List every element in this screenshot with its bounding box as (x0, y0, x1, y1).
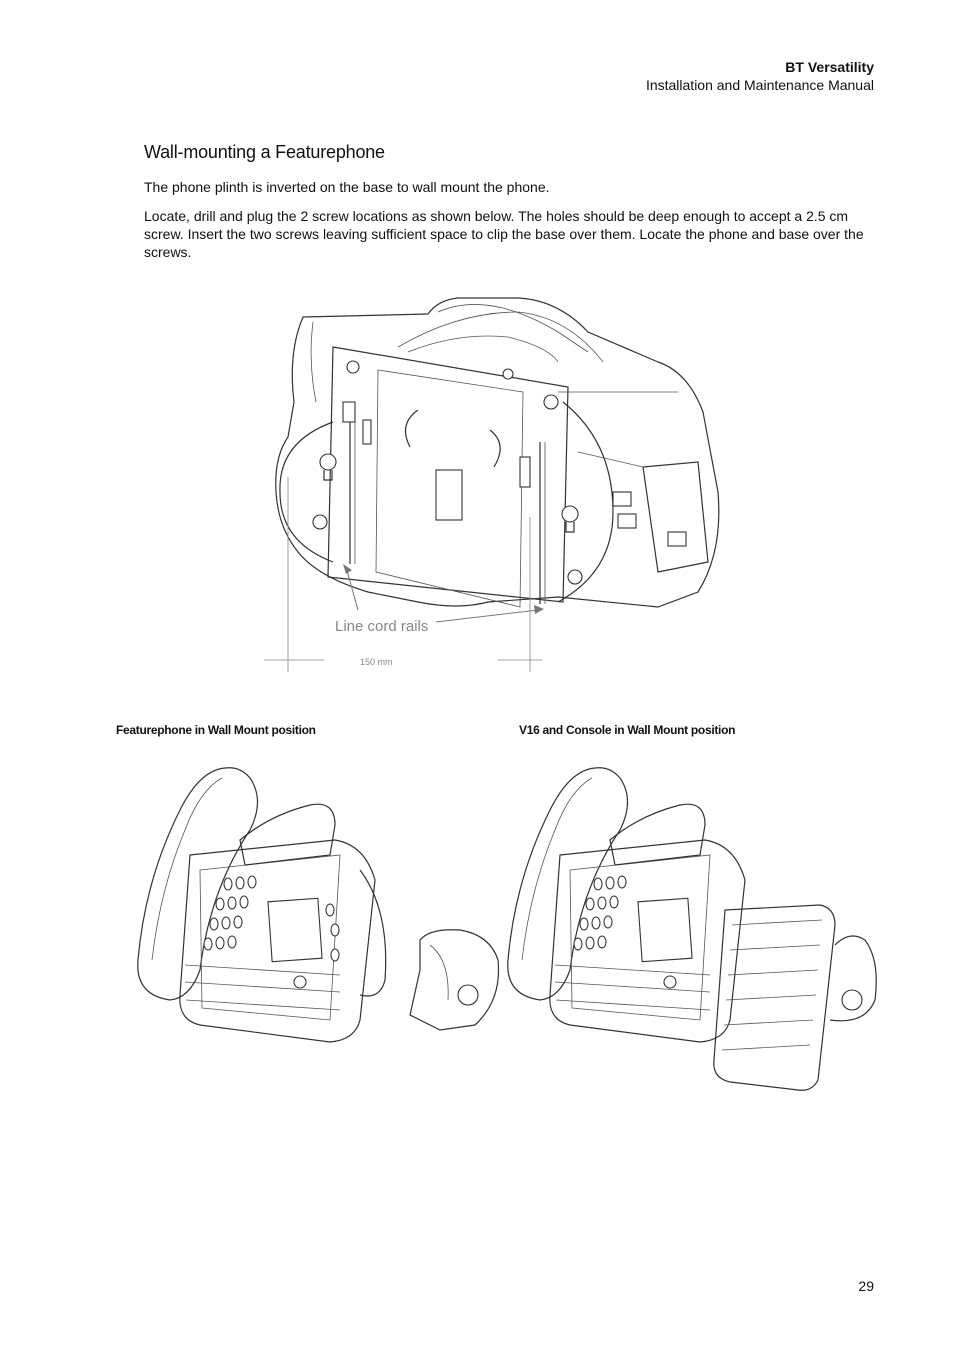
caption-featurephone: Featurephone in Wall Mount position (116, 723, 316, 737)
section-title: Wall-mounting a Featurephone (144, 142, 385, 162)
instructions-paragraph: Locate, drill and plug the 2 screw locat… (144, 208, 864, 260)
intro-paragraph: The phone plinth is inverted on the base… (144, 179, 550, 195)
v16-console-drawing (507, 767, 877, 1091)
base-underside-illustration: Line cord rails 150 mm (258, 292, 738, 687)
manual-subtitle: Installation and Maintenance Manual (645, 77, 874, 93)
base-underside-drawing: Line cord rails 150 mm (264, 297, 720, 672)
dimension-label: 150 mm (360, 657, 393, 667)
brand-title: BT Versatility (785, 59, 874, 75)
caption-v16-console: V16 and Console in Wall Mount position (519, 723, 736, 737)
featurephone-wall-mount-illustration (130, 760, 510, 1065)
page-number: 29 (858, 1278, 874, 1294)
page-header: BT Versatility Installation and Maintena… (646, 58, 874, 94)
line-cord-rails-label: Line cord rails (335, 618, 428, 635)
featurephone-drawing (137, 767, 500, 1043)
v16-console-wall-mount-illustration (500, 760, 900, 1105)
